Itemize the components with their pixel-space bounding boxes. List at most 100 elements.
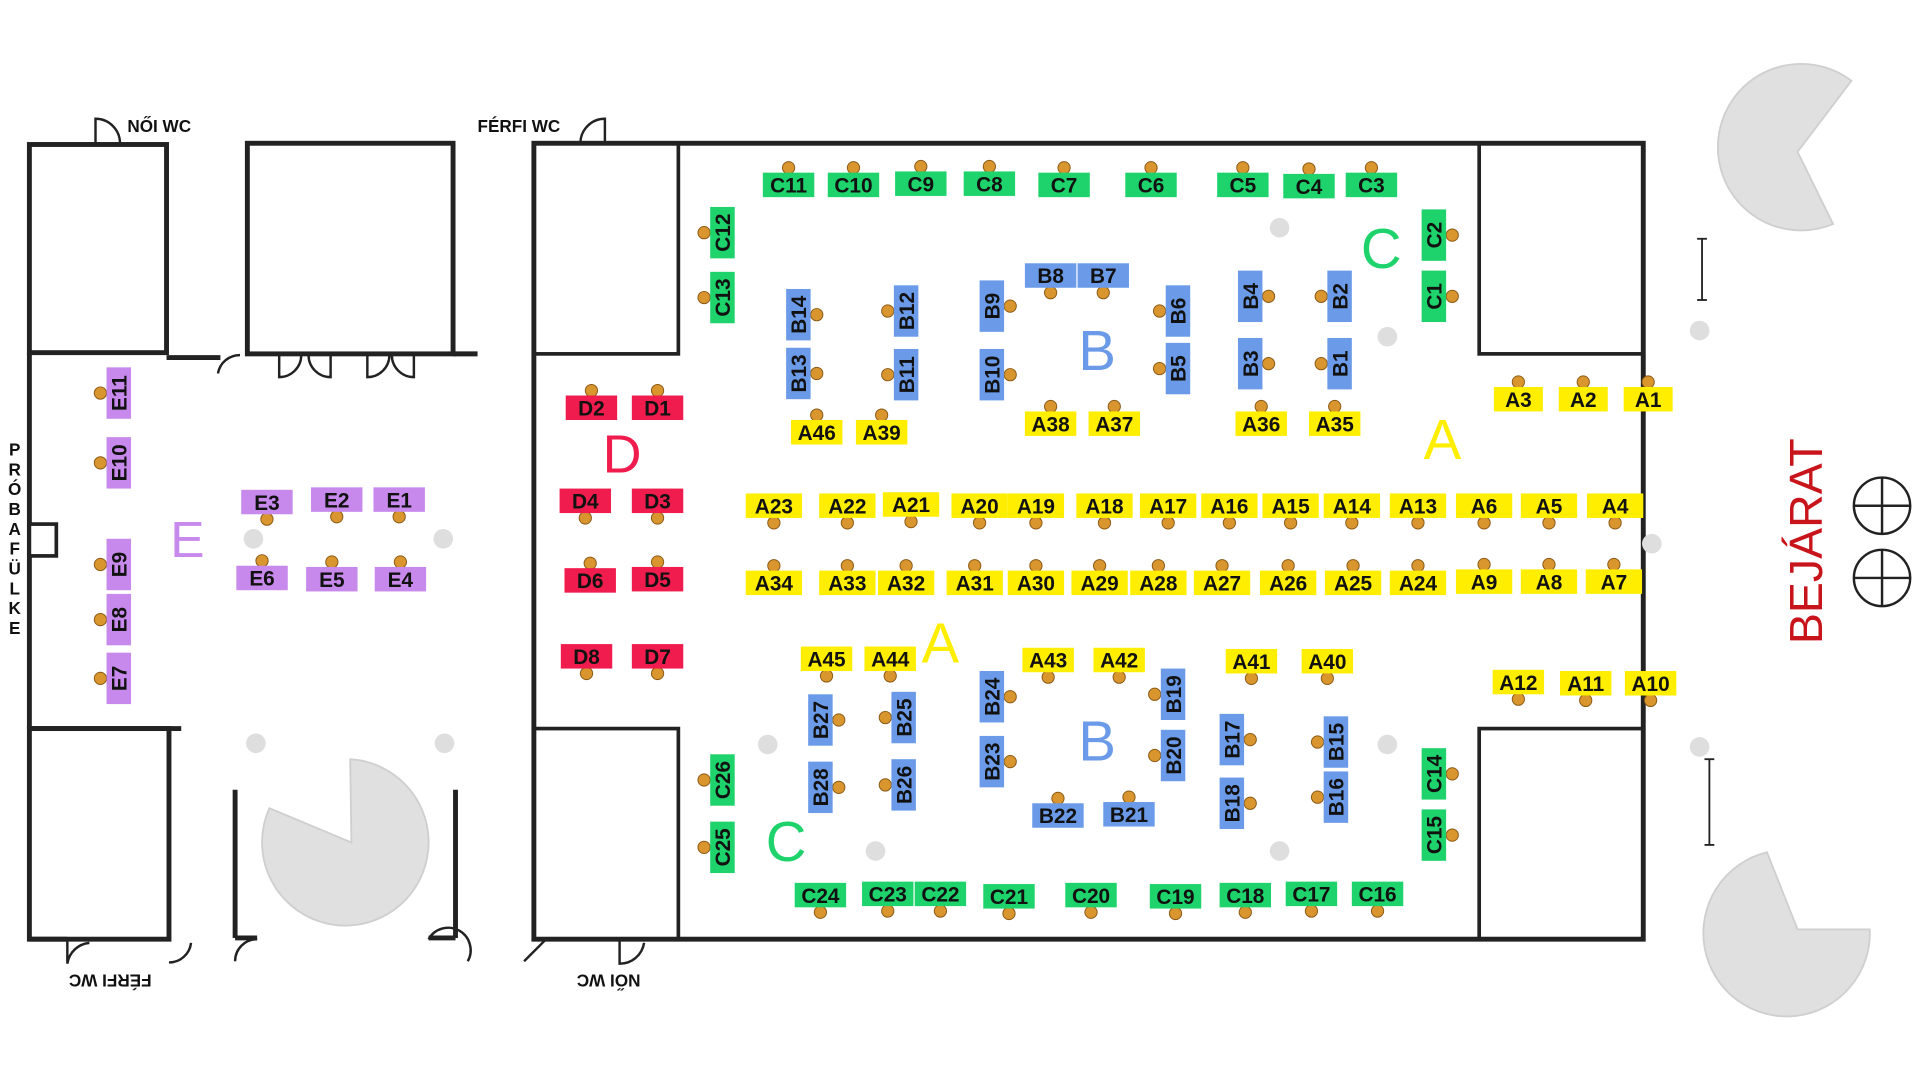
booth-a19[interactable]: A19 [1007, 493, 1065, 530]
booth-a24[interactable]: A24 [1389, 559, 1447, 596]
booth-a44[interactable]: A44 [864, 646, 916, 683]
booth-c6[interactable]: C6 [1125, 161, 1177, 198]
booth-e5[interactable]: E5 [306, 555, 358, 592]
booth-a25[interactable]: A25 [1324, 559, 1382, 596]
booth-a4[interactable]: A4 [1586, 493, 1644, 530]
booth-b19[interactable]: B19 [1148, 668, 1186, 720]
booth-a43[interactable]: A43 [1022, 647, 1074, 684]
booth-e3[interactable]: E3 [241, 489, 293, 526]
booth-d4[interactable]: D4 [559, 488, 612, 525]
booth-a12[interactable]: A12 [1492, 669, 1545, 706]
booth-a27[interactable]: A27 [1193, 559, 1251, 596]
booth-c19[interactable]: C19 [1149, 884, 1202, 921]
booth-a32[interactable]: A32 [877, 559, 935, 596]
booth-b1[interactable]: B1 [1314, 337, 1352, 390]
booth-a42[interactable]: A42 [1093, 647, 1145, 684]
booth-b25[interactable]: B25 [878, 691, 916, 744]
booth-c9[interactable]: C9 [895, 159, 947, 196]
booth-a1[interactable]: A1 [1623, 375, 1673, 412]
booth-c21[interactable]: C21 [983, 884, 1035, 921]
booth-b26[interactable]: B26 [878, 759, 916, 811]
booth-c2[interactable]: C2 [1421, 209, 1459, 261]
booth-a41[interactable]: A41 [1225, 648, 1278, 685]
booth-a31[interactable]: A31 [946, 559, 1003, 596]
booth-a30[interactable]: A30 [1007, 559, 1065, 596]
booth-c5[interactable]: C5 [1217, 161, 1269, 198]
booth-c3[interactable]: C3 [1345, 161, 1398, 198]
booth-e8[interactable]: E8 [93, 593, 132, 646]
booth-c17[interactable]: C17 [1285, 881, 1338, 918]
booth-a38[interactable]: A38 [1024, 399, 1077, 436]
booth-c16[interactable]: C16 [1351, 881, 1404, 918]
booth-c24[interactable]: C24 [794, 882, 847, 919]
booth-d2[interactable]: D2 [565, 384, 618, 420]
booth-a5[interactable]: A5 [1520, 493, 1578, 530]
booth-d1[interactable]: D1 [631, 384, 684, 420]
booth-d6[interactable]: D6 [564, 556, 616, 593]
booth-a22[interactable]: A22 [819, 493, 876, 530]
booth-a29[interactable]: A29 [1071, 559, 1128, 596]
booth-a18[interactable]: A18 [1076, 493, 1133, 530]
booth-b15[interactable]: B15 [1310, 716, 1349, 768]
booth-a39[interactable]: A39 [855, 408, 908, 445]
booth-b11[interactable]: B11 [881, 348, 919, 401]
booth-a14[interactable]: A14 [1323, 493, 1380, 530]
booth-a13[interactable]: A13 [1389, 493, 1447, 530]
booth-c23[interactable]: C23 [862, 881, 914, 918]
booth-a28[interactable]: A28 [1130, 559, 1187, 596]
booth-e9[interactable]: E9 [93, 538, 132, 591]
booth-a40[interactable]: A40 [1301, 648, 1354, 685]
booth-a46[interactable]: A46 [791, 408, 843, 445]
booth-a11[interactable]: A11 [1560, 671, 1612, 708]
booth-a33[interactable]: A33 [819, 559, 876, 596]
booth-a9[interactable]: A9 [1455, 557, 1513, 594]
booth-c11[interactable]: C11 [762, 161, 815, 198]
booth-d3[interactable]: D3 [631, 488, 684, 525]
booth-c20[interactable]: C20 [1065, 882, 1117, 919]
booth-b22[interactable]: B22 [1032, 791, 1084, 828]
booth-b2[interactable]: B2 [1314, 270, 1352, 323]
booth-a34[interactable]: A34 [745, 559, 803, 596]
booth-a21[interactable]: A21 [882, 492, 940, 529]
booth-a16[interactable]: A16 [1201, 493, 1258, 530]
booth-c10[interactable]: C10 [827, 161, 880, 198]
booth-a17[interactable]: A17 [1140, 493, 1197, 530]
booth-a36[interactable]: A36 [1235, 399, 1287, 436]
booth-a37[interactable]: A37 [1088, 399, 1140, 436]
booth-b4[interactable]: B4 [1237, 270, 1276, 323]
booth-b23[interactable]: B23 [979, 735, 1017, 788]
booth-c25[interactable]: C25 [697, 821, 735, 874]
booth-b8[interactable]: B8 [1024, 263, 1077, 300]
booth-d7[interactable]: D7 [631, 644, 684, 681]
booth-e10[interactable]: E10 [93, 437, 132, 489]
booth-b27[interactable]: B27 [808, 694, 846, 746]
booth-c7[interactable]: C7 [1038, 161, 1090, 198]
booth-a10[interactable]: A10 [1624, 671, 1677, 708]
booth-e4[interactable]: E4 [374, 555, 427, 592]
booth-c12[interactable]: C12 [697, 206, 735, 259]
booth-b17[interactable]: B17 [1219, 713, 1257, 766]
booth-a23[interactable]: A23 [745, 493, 803, 530]
booth-c26[interactable]: C26 [697, 754, 735, 806]
booth-d8[interactable]: D8 [560, 644, 613, 681]
booth-b12[interactable]: B12 [881, 285, 919, 337]
booth-b9[interactable]: B9 [979, 280, 1017, 332]
booth-a45[interactable]: A45 [800, 646, 853, 683]
booth-b10[interactable]: B10 [979, 348, 1017, 401]
booth-c14[interactable]: C14 [1421, 748, 1459, 800]
booth-b21[interactable]: B21 [1103, 790, 1155, 827]
booth-b3[interactable]: B3 [1237, 337, 1276, 390]
booth-e2[interactable]: E2 [311, 487, 363, 524]
booth-b28[interactable]: B28 [808, 761, 846, 814]
booth-b6[interactable]: B6 [1152, 285, 1191, 337]
booth-e6[interactable]: E6 [236, 554, 288, 591]
booth-b20[interactable]: B20 [1148, 729, 1186, 782]
booth-b13[interactable]: B13 [786, 347, 824, 400]
booth-b18[interactable]: B18 [1219, 777, 1257, 829]
booth-c18[interactable]: C18 [1219, 882, 1272, 919]
booth-c1[interactable]: C1 [1421, 270, 1459, 323]
booth-a7[interactable]: A7 [1585, 557, 1643, 594]
booth-e1[interactable]: E1 [373, 487, 425, 524]
booth-b14[interactable]: B14 [786, 288, 824, 341]
booth-c15[interactable]: C15 [1421, 809, 1459, 861]
